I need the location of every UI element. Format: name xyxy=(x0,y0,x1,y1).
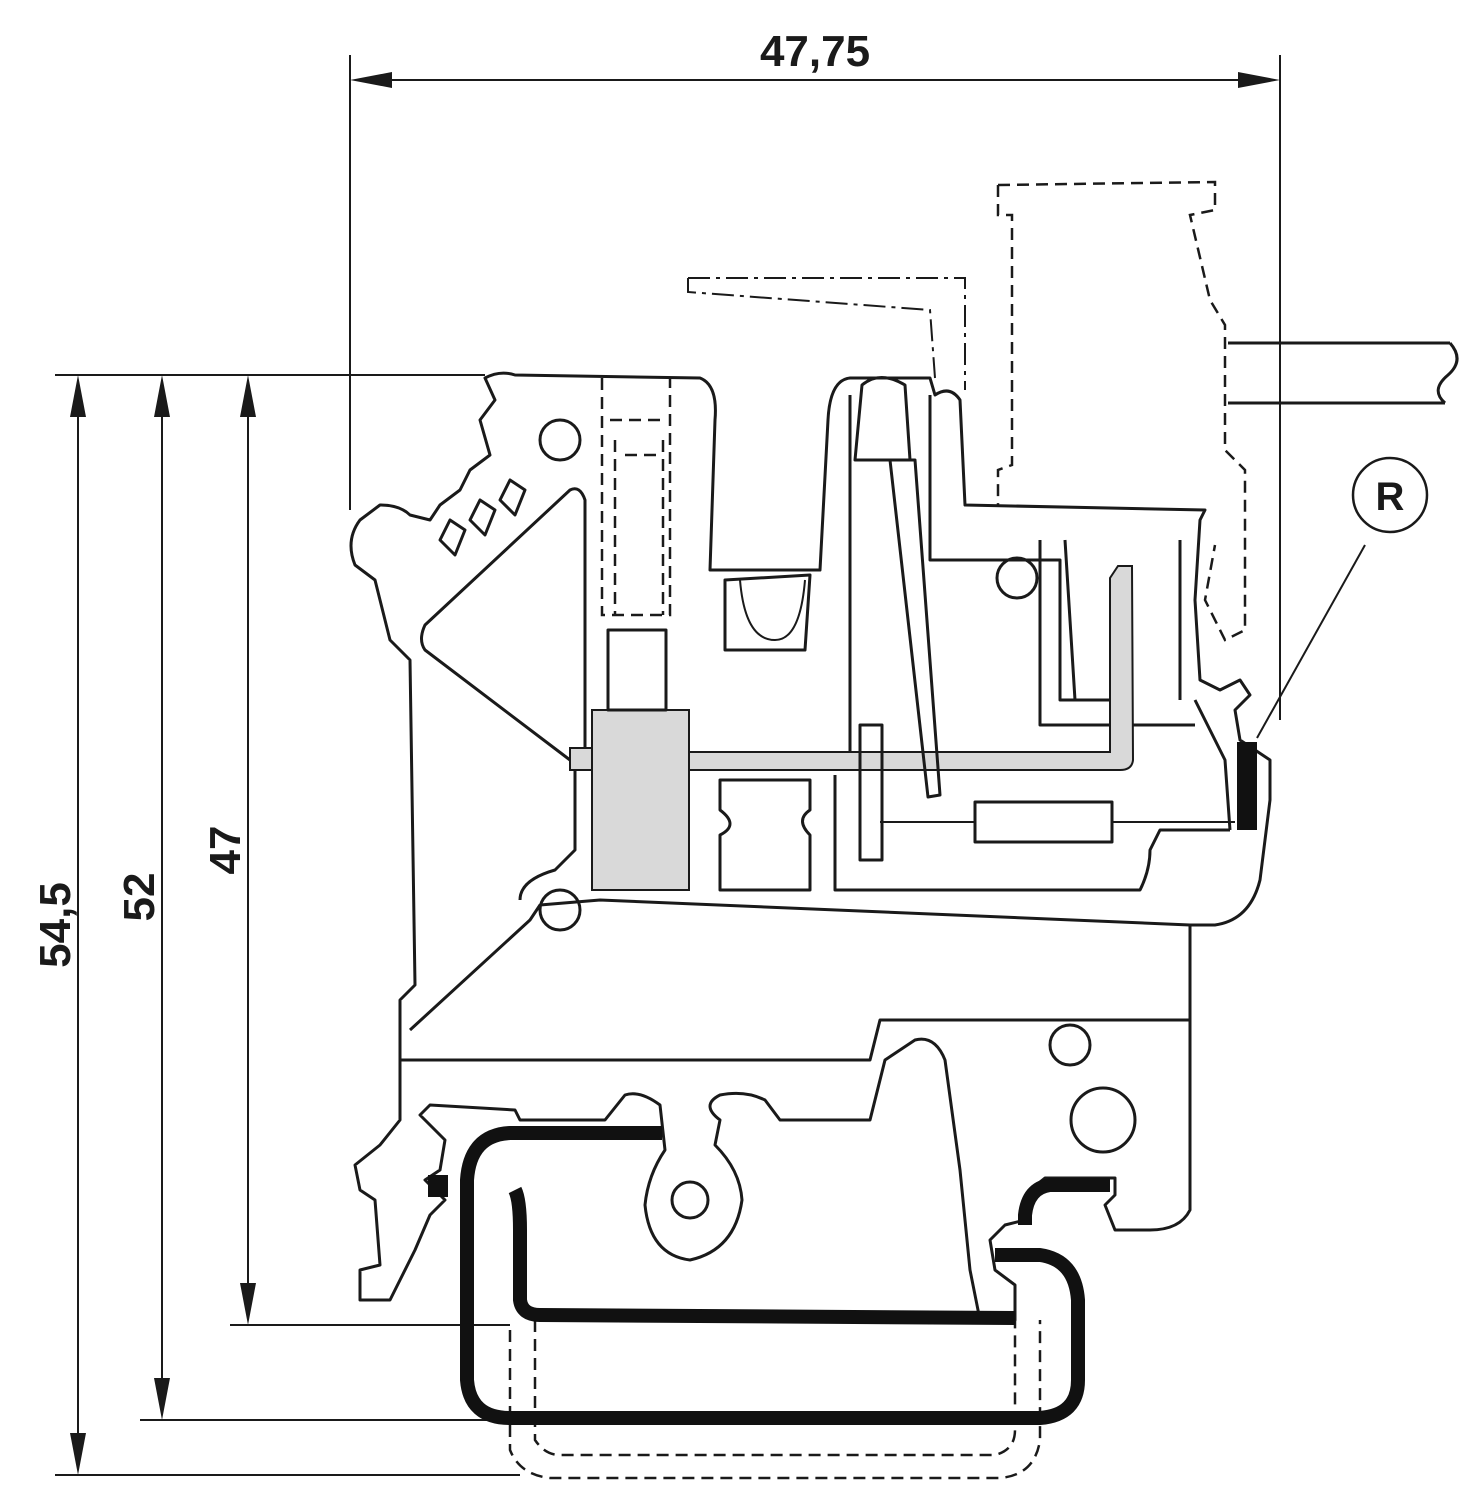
width-label: 47,75 xyxy=(760,27,870,76)
clamp-tab xyxy=(569,747,593,771)
height-label-52: 52 xyxy=(115,873,164,922)
height-label-54: 54,5 xyxy=(31,882,80,968)
width-dimension: 47,75 xyxy=(349,27,1281,720)
hole xyxy=(1048,1023,1092,1067)
rail-clip xyxy=(428,1175,448,1197)
busbar xyxy=(688,565,1135,771)
callout-circle xyxy=(1351,456,1429,534)
cable xyxy=(1228,341,1459,405)
hole xyxy=(538,418,582,462)
height-dimensions: 54,5 52 47 xyxy=(31,374,520,1476)
r-callout: R xyxy=(1256,456,1429,739)
height-label-47: 47 xyxy=(201,826,250,875)
marker-r xyxy=(1237,742,1257,830)
hidden-lines xyxy=(508,180,1247,1480)
hole xyxy=(670,1180,710,1220)
arrow-left-icon xyxy=(350,72,392,88)
hole xyxy=(995,556,1039,600)
callout-label: R xyxy=(1376,475,1405,519)
conductor-parts xyxy=(569,376,1257,891)
led-lead xyxy=(858,723,884,862)
hole xyxy=(1069,1086,1137,1154)
arrow-right-icon xyxy=(1238,72,1280,88)
leader-line xyxy=(1256,544,1366,739)
clamp-block xyxy=(591,709,690,891)
led-icon xyxy=(853,376,912,462)
resistor xyxy=(973,800,1114,844)
screw-shaft xyxy=(606,628,668,712)
hole xyxy=(538,888,582,932)
terminal-housing xyxy=(349,371,1272,1322)
din-rail xyxy=(428,1126,1110,1425)
